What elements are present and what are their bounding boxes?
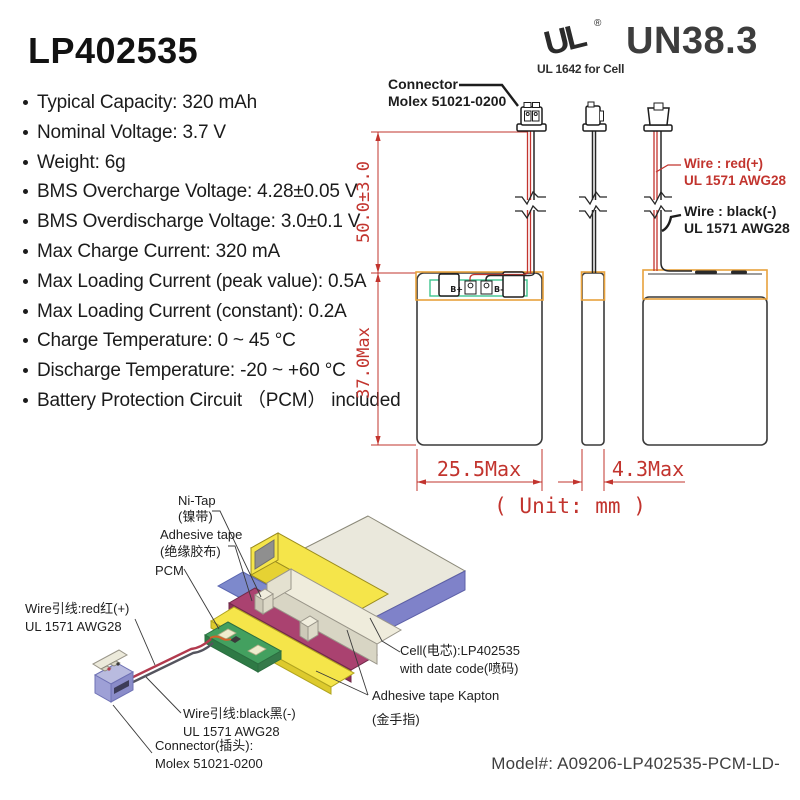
exploded-assembly-view: Ni-Tap (镍带) Adhesive tape (绝缘胶布) PCM Wir… [25, 493, 520, 771]
page-title: LP402535 [28, 30, 199, 71]
svg-text:UL 1571 AWG28: UL 1571 AWG28 [183, 724, 280, 739]
dim-height: 37.0Max [355, 327, 374, 399]
ni-tab-blocks-3d [254, 588, 319, 642]
pcm-board-3d [203, 621, 283, 673]
ul-registered-mark: ® [594, 18, 602, 29]
svg-text:(镍带): (镍带) [178, 509, 213, 524]
spec-item: Nominal Voltage: 3.7 V [20, 118, 394, 148]
back-view: Wire : red(+) UL 1571 AWG28 Wire : black… [642, 102, 790, 446]
dimension-lines [371, 131, 685, 491]
wire-pair-3d [126, 638, 214, 686]
spec-item: Battery Protection Circuit （PCM） include… [20, 386, 401, 416]
dim-thickness: 4.3Max [612, 457, 684, 481]
side-view [580, 101, 607, 446]
dimension-drawing: Connector Molex 51021-0200 [355, 76, 790, 518]
ni-tap-label: Ni-Tap [178, 493, 216, 508]
svg-text:Molex 51021-0200: Molex 51021-0200 [155, 756, 263, 771]
pad-positive-label: B+ [450, 285, 463, 294]
svg-text:with date code(喷码): with date code(喷码) [399, 661, 519, 676]
wire-break-symbols [515, 190, 674, 220]
spec-item: Typical Capacity: 320 mAh [20, 88, 394, 118]
adhesive-tape-label: Adhesive tape [160, 527, 242, 542]
connector-3d [92, 649, 135, 703]
un383-mark: UN38.3 [626, 20, 758, 62]
connector-label: Connector(插头): [155, 738, 253, 753]
svg-text:UL 1571 AWG28: UL 1571 AWG28 [684, 220, 790, 236]
spec-item: Max Loading Current (constant): 0.2A [20, 297, 394, 327]
ul-logo-icon: UL ® [540, 16, 602, 62]
unit-note: ( Unit: mm ) [494, 494, 646, 518]
spec-item: Weight: 6g [20, 148, 394, 178]
svg-text:Molex 51021-0200: Molex 51021-0200 [388, 93, 507, 109]
model-number: Model#: A09206-LP402535-PCM-LD- [491, 754, 780, 773]
spec-item: Max Loading Current (peak value): 0.5A [20, 267, 394, 297]
connector-front [516, 102, 547, 132]
spec-item: BMS Overcharge Voltage: 4.28±0.05 V [20, 177, 394, 207]
connector-side [582, 101, 607, 132]
kapton-label: Adhesive tape Kapton [372, 688, 499, 703]
spec-item: BMS Overdischarge Voltage: 3.0±0.1 V [20, 207, 394, 237]
svg-text:(金手指): (金手指) [372, 712, 420, 727]
ul-caption: UL 1642 for Cell [537, 62, 625, 76]
connector-callout: Connector [388, 76, 459, 92]
pad-negative-label: B- [494, 285, 503, 294]
connector-back [643, 102, 673, 132]
dim-width: 25.5Max [437, 457, 521, 481]
pcm-label: PCM [155, 563, 184, 578]
cell-label: Cell(电芯):LP402535 [400, 643, 520, 658]
spec-item: Max Charge Current: 320 mA [20, 237, 394, 267]
ul-logo-letters: UL [540, 16, 590, 62]
svg-text:UL 1571 AWG28: UL 1571 AWG28 [25, 619, 122, 634]
wire-black-label: Wire引线:black黑(-) [183, 706, 296, 721]
svg-text:(绝缘胶布): (绝缘胶布) [160, 544, 221, 559]
red-wire-leader [655, 164, 681, 173]
front-view: B+ B- [415, 102, 547, 446]
black-wire-leader [661, 213, 682, 233]
dim-wire-length: 50.0±3.0 [355, 161, 374, 243]
wire-black-callout: Wire : black(-) [684, 203, 776, 219]
spec-item: Discharge Temperature: -20 ~ +60 °C [20, 356, 394, 386]
connector-leader-line [459, 83, 519, 107]
exploded-leader-lines [112, 510, 401, 754]
svg-text:UL 1571 AWG28: UL 1571 AWG28 [684, 173, 787, 188]
spec-item: Charge Temperature: 0 ~ 45 °C [20, 326, 394, 356]
wire-red-label: Wire引线:red红(+) [25, 601, 129, 616]
spec-list: Typical Capacity: 320 mAh Nominal Voltag… [20, 88, 401, 416]
wire-red-callout: Wire : red(+) [684, 156, 763, 171]
